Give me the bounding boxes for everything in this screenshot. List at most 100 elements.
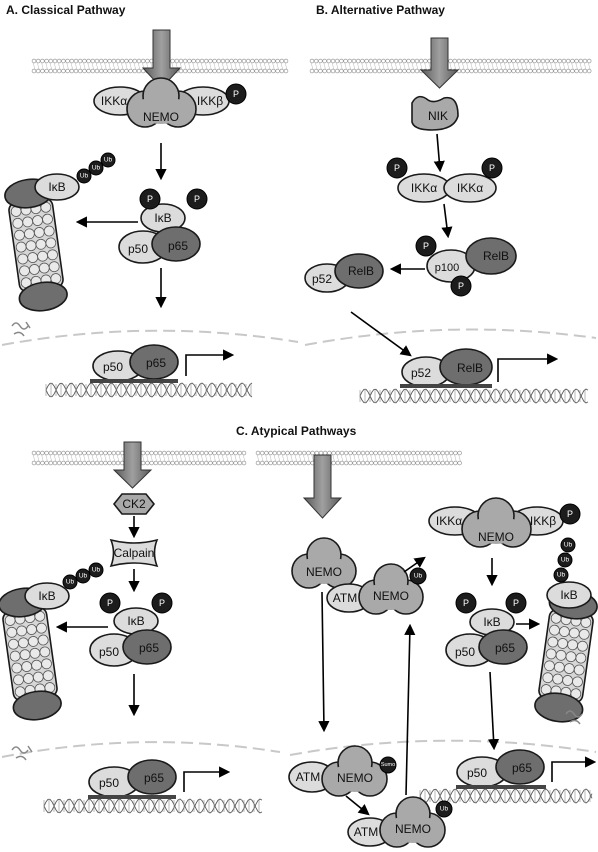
calpain-label: Calpain [114, 546, 155, 560]
dna-strands [43, 382, 593, 814]
receptor-signal-arrow [141, 29, 182, 89]
atm-label: ATM [333, 591, 357, 605]
nemo-label: NEMO [478, 530, 514, 544]
p65-label: p65 [512, 761, 532, 775]
arrow [403, 556, 426, 573]
atm-nemo-ub-complex: ATM NEMO Ub [326, 563, 427, 615]
nuclear-envelope [304, 328, 597, 346]
ikka-label: IKKα [411, 181, 437, 195]
ub-label: Ub [80, 173, 89, 180]
phospho-label: P [463, 598, 469, 608]
ikk-complex: IKKα IKKβ NEMO P [93, 77, 247, 128]
nemo-label: NEMO [337, 771, 373, 785]
nik: NIK [411, 95, 459, 131]
p65-label: p65 [168, 239, 188, 253]
relb-label: RelB [483, 249, 509, 263]
nuclear-envelope [1, 741, 281, 758]
ub-label: Ub [561, 557, 570, 564]
phospho-label: P [147, 194, 153, 204]
p50-p65-dimer: p50 p65 [456, 749, 545, 788]
panel-b-title: B. Alternative Pathway [316, 3, 445, 17]
nuclear-envelope [289, 739, 597, 756]
receptor-signal-arrow [419, 37, 460, 89]
panel-a-title: A. Classical Pathway [6, 3, 126, 17]
ikk-beta-label: IKKβ [197, 94, 223, 108]
nemo-label: NEMO [143, 110, 179, 124]
nemo-label: NEMO [395, 822, 431, 836]
p52-relb-dimer-nuclear: p52 RelB [401, 348, 493, 388]
cell-membranes [31, 58, 592, 466]
ub-label: Ub [557, 572, 566, 579]
phospho-label: P [159, 598, 165, 608]
ikb-label: IκB [48, 180, 65, 194]
transcription-arrow [551, 756, 597, 782]
receptor-signal-arrow [112, 441, 153, 489]
p52-relb-dimer: p52 RelB [304, 253, 384, 293]
degraded-fragments [11, 745, 33, 761]
ub-label: Ub [414, 573, 423, 580]
ikb-label: IκB [154, 211, 171, 225]
nemo [126, 77, 197, 128]
degraded-fragments [11, 321, 31, 337]
ck2-label: CK2 [122, 497, 146, 511]
calpain: Calpain [109, 538, 159, 568]
relb-label: RelB [457, 361, 483, 375]
p65-label: p65 [146, 356, 166, 370]
ck2: CK2 [112, 493, 156, 515]
dna-binding-site [456, 785, 546, 789]
ikb-label: IκB [38, 589, 55, 603]
ikb-nfkb-complex: IκB p50 p65 P P [89, 592, 173, 667]
proteasome [0, 587, 62, 721]
cell-membrane [31, 450, 247, 466]
arrow [318, 591, 330, 733]
ikb-label: IκB [483, 615, 500, 629]
phospho-label: P [394, 163, 400, 173]
nik-label: NIK [428, 109, 448, 123]
phospho-label: P [489, 163, 495, 173]
p52-label: p52 [312, 272, 332, 286]
p65 [151, 226, 201, 262]
dna-strand [45, 382, 253, 398]
ikb-nfkb-complex: IκB p50 p65 P P [445, 592, 528, 667]
arrow [441, 203, 453, 239]
p100-relb-complex: p100 RelB P P [415, 235, 517, 297]
nemo-free: NEMO [291, 537, 357, 589]
dna-binding-site [90, 379, 178, 383]
cell-membrane [255, 450, 462, 466]
arrow [404, 623, 416, 796]
receptor-signal-arrow [302, 454, 343, 519]
p65-label: p65 [144, 771, 164, 785]
nemo-label: NEMO [373, 589, 409, 603]
phospho-label: P [233, 89, 239, 99]
transcription-arrow [497, 353, 559, 382]
phospho-label: P [107, 598, 113, 608]
ub-label: Ub [92, 165, 101, 172]
arrow [345, 795, 370, 816]
p100-label: p100 [435, 262, 459, 274]
atm-nemo-sumo-complex: ATM NEMO Sumo [288, 745, 397, 797]
dna-strand [43, 798, 263, 814]
p50-label: p50 [128, 242, 148, 256]
transcription-arrow [185, 349, 235, 376]
relb-label: RelB [348, 264, 374, 278]
transcription-arrow [183, 766, 231, 792]
atm-label: ATM [354, 825, 378, 839]
ikb-label: IκB [127, 614, 144, 628]
p50-label: p50 [455, 645, 475, 659]
p50-label: p50 [99, 776, 119, 790]
panel-c-title: C. Atypical Pathways [236, 424, 357, 438]
ub-label: Ub [66, 579, 75, 586]
proteasome [4, 178, 68, 312]
dna-binding-site [400, 384, 492, 388]
ikk-complex: IKKα IKKβ NEMO P [428, 497, 581, 548]
atm-label: ATM [296, 770, 320, 784]
ub-label: Ub [564, 542, 573, 549]
p50-p65-dimer: p50 p65 [88, 759, 177, 798]
arrow [487, 671, 500, 751]
ub-label: Ub [79, 573, 88, 580]
sumo-label: Sumo [381, 762, 395, 768]
nemo-label: NEMO [306, 565, 342, 579]
arrow [350, 311, 412, 357]
dna-strand [359, 388, 589, 404]
